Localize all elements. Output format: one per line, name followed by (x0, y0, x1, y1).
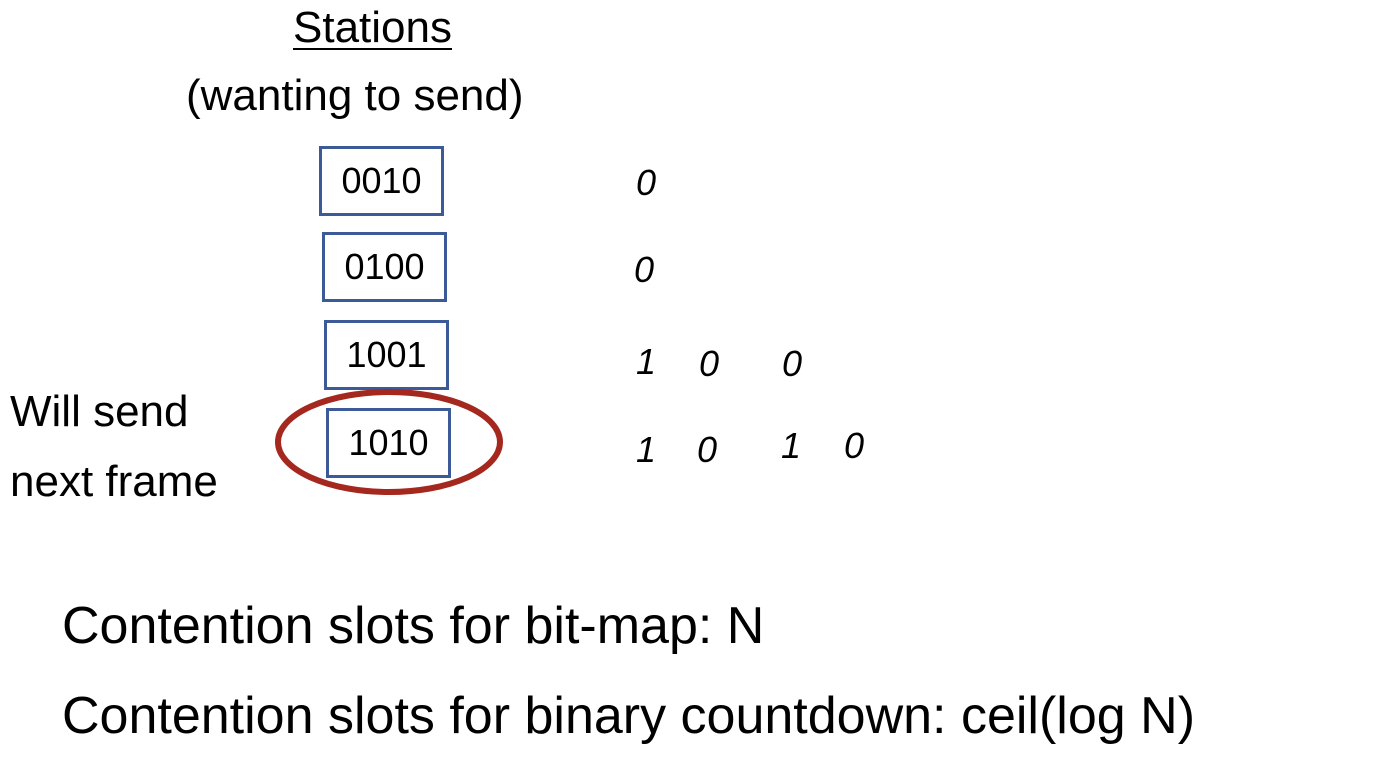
bit-station3-2: 0 (782, 343, 803, 384)
bit-station4-0: 1 (636, 429, 657, 470)
footer-line2: Contention slots for binary countdown: c… (62, 687, 1196, 745)
bit-station3-0: 1 (636, 341, 657, 382)
station-box-0100: 0100 (322, 232, 447, 302)
annotation-line1: Will send (10, 387, 189, 436)
diagram-subtitle: (wanting to send) (186, 71, 524, 120)
bit-station1-0: 0 (636, 162, 657, 203)
diagram-title: Stations (293, 3, 452, 52)
station-box-1010: 1010 (326, 408, 451, 478)
station-box-1001: 1001 (324, 320, 449, 390)
bit-station4-3: 0 (844, 425, 865, 466)
bit-station2-0: 0 (634, 249, 655, 290)
annotation-line2: next frame (10, 457, 218, 506)
bit-station4-1: 0 (697, 429, 718, 470)
station-box-0010: 0010 (319, 146, 444, 216)
footer-line1: Contention slots for bit-map: N (62, 597, 765, 655)
bit-station3-1: 0 (699, 343, 720, 384)
bit-station4-2: 1 (781, 425, 802, 466)
